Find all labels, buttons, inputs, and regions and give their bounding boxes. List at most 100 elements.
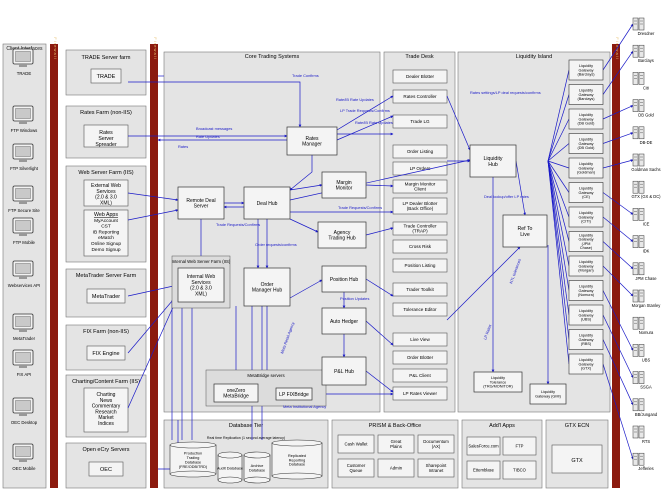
trade-desk-label: P&L Client [409, 373, 431, 378]
addl-app-tibco[interactable]: TIBCO [502, 460, 537, 480]
node-auto-hedger[interactable]: Auto Hedger [321, 307, 367, 335]
trade-desk-dealer-blotter[interactable]: Dealer Blotter [392, 69, 448, 84]
prism-label: Cash Wallet [344, 442, 368, 447]
trade-desk-label: Cross Risk [409, 244, 432, 249]
addl-app-ftp[interactable]: FTP [502, 436, 537, 456]
trade-desk-trader-toolkit[interactable]: Trader Toolkit [392, 282, 448, 297]
provider-ice: ICE [632, 208, 650, 226]
client-ftp-secure-site[interactable]: FTP Secure Site [8, 185, 40, 213]
addl-app-ettemblase[interactable]: Ettemblase [466, 460, 501, 480]
node-deal-hub[interactable]: Deal Hub [243, 186, 291, 220]
trade-desk-trade-lg[interactable]: Trade LG [392, 114, 448, 129]
client-label: FTP Windows [11, 128, 38, 133]
client-webservices-api[interactable]: Webservices API [8, 260, 40, 288]
node-lp-fixbridge[interactable]: LP FIXBridge [275, 387, 313, 401]
trade-desk-lp-rates-viewer[interactable]: LP Rates Viewer [392, 386, 448, 401]
core-nodes: Internal Web Server Farm (IIS)MetaBridge… [172, 126, 567, 407]
client-ftp-windows[interactable]: FTP Windows [11, 105, 38, 133]
provider-label: Barclays [638, 58, 654, 63]
prism-cash-wallet[interactable]: Cash Wallet [337, 434, 375, 454]
provider-label: Goldman Sachs [631, 167, 660, 172]
client-ftp-mobile[interactable]: FTP Mobile [12, 217, 36, 245]
prism-documentum-ax[interactable]: Documentum(AX) [417, 434, 455, 454]
trade-desk-cross-risk[interactable]: Cross Risk [392, 239, 448, 254]
node-pandl-hub[interactable]: P&L Hub [321, 356, 367, 386]
client-fix-api[interactable]: FIX API [12, 349, 34, 377]
database-audit[interactable]: Audit Database [217, 451, 243, 484]
client-ftp-silverlight[interactable]: FTP Silverlight [10, 143, 39, 171]
firewall-middle [150, 44, 158, 488]
trade-desk-label: Trade LG [410, 119, 430, 124]
trade-desk-label: LP Rates Viewer [403, 391, 438, 396]
trade-desk-tolerance-editor[interactable]: Tolerance Editor [392, 302, 448, 317]
provider-dresdner: Dresdner [632, 17, 655, 36]
trade-desk-trade-controller-trap[interactable]: Trade Controller(TRAP) [392, 221, 448, 236]
client-trade[interactable]: TRADE [12, 48, 34, 76]
client-oec-mobile[interactable]: OEC Mobile [12, 443, 36, 471]
trade-desk-order-listing[interactable]: Order Listing [392, 144, 448, 159]
client-oec-desktop[interactable]: OEC Desktop [11, 397, 38, 425]
addl-app-salesforce-com[interactable]: SalesForce.com [466, 436, 501, 456]
edge-label: Meta Institutional Agency [283, 404, 326, 409]
trade-desk-lp-orders[interactable]: LP Orders [392, 161, 448, 176]
trade-desk-lp-dealer-blotter-back-office[interactable]: LP Dealer Blotter(Back Office) [392, 197, 448, 215]
trade-desk-position-listing[interactable]: Position Listing [392, 258, 448, 273]
trade-desk-pandl-client[interactable]: P&L Client [392, 368, 448, 383]
provider-label: SSGA [640, 385, 652, 390]
node-position-hub[interactable]: Position Hub [321, 265, 367, 293]
trade-desk-order-blotter[interactable]: Order Blotter [392, 350, 448, 365]
trade-desk-rates-controller[interactable]: Rates Controller [392, 89, 448, 104]
web-app-item: Demo Signup [91, 247, 120, 253]
trade-desk-live-view[interactable]: Live View [392, 332, 448, 347]
edge-label: Trade Requests/Confirms [216, 222, 260, 227]
prism-title: PRISM & Back-Office [369, 423, 421, 429]
prism-admin[interactable]: Admin [377, 458, 415, 478]
fix-engine-label: FIX Engine [92, 351, 119, 357]
edge-label: Rates settings/LP deal requests/confirms [470, 90, 541, 95]
client-metatrader[interactable]: MetaTrader [12, 313, 36, 341]
trade-desk-label: Order Blotter [407, 355, 434, 360]
